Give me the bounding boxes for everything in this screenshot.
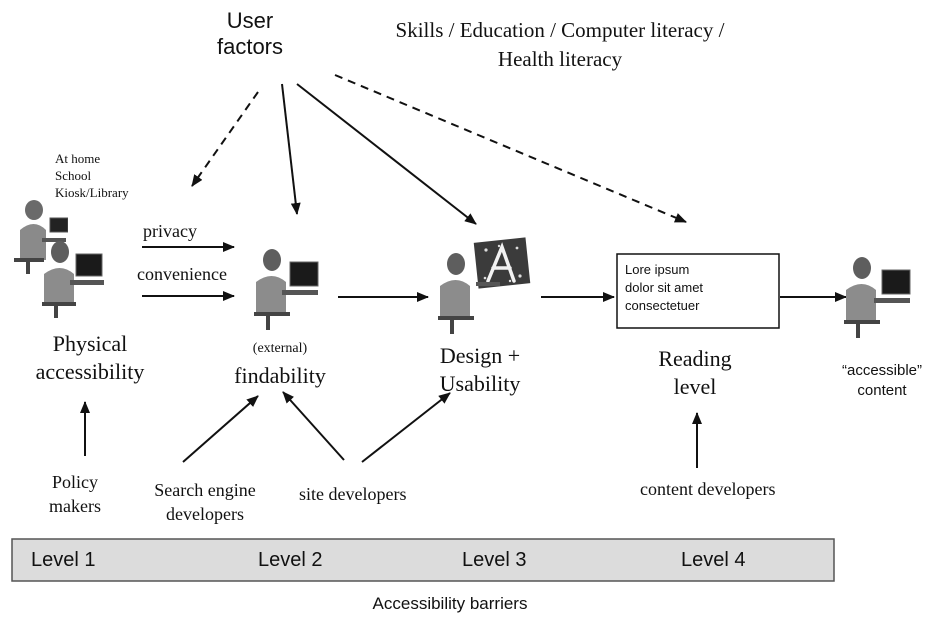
locations-list: At home School Kiosk/Library bbox=[55, 151, 129, 200]
lorem-ipsum-text: Lore ipsum dolor sit amet consectetuer bbox=[625, 262, 704, 313]
arrow-site-to-findability bbox=[282, 391, 345, 461]
physical-accessibility-label: Physical accessibility bbox=[35, 331, 145, 384]
search-engine-developers-label: Search engine developers bbox=[154, 480, 256, 524]
user-factors-label: User factors bbox=[216, 8, 284, 59]
reading-level-sample-box bbox=[616, 253, 780, 329]
accessible-content-label: “accessible” content bbox=[842, 362, 923, 399]
findability-label: findability bbox=[234, 363, 326, 388]
level-4-label: Level 4 bbox=[681, 549, 746, 571]
arrow-search-to-findability bbox=[182, 395, 259, 463]
convenience-label: convenience bbox=[137, 264, 227, 284]
computer-user-icon bbox=[438, 253, 500, 334]
arrow-user-to-findability bbox=[281, 83, 301, 215]
dashed-arrow-to-reading-level bbox=[334, 74, 687, 223]
level-2-label: Level 2 bbox=[258, 549, 323, 571]
arrow-user-to-design bbox=[296, 83, 477, 225]
external-label: (external) bbox=[252, 341, 308, 356]
computer-user-icon bbox=[844, 257, 911, 338]
computer-user-icon bbox=[42, 241, 104, 318]
policy-makers-label: Policy makers bbox=[49, 472, 101, 516]
arrow-site-to-design bbox=[361, 392, 451, 463]
privacy-label: privacy bbox=[143, 221, 197, 241]
computer-user-icon bbox=[254, 249, 319, 330]
design-usability-label: Design + Usability bbox=[439, 343, 521, 396]
level-1-label: Level 1 bbox=[31, 549, 96, 571]
site-developers-label: site developers bbox=[299, 484, 407, 504]
accessibility-barriers-caption: Accessibility barriers bbox=[372, 594, 528, 613]
design-a-icon bbox=[473, 237, 531, 289]
dashed-arrow-to-locations bbox=[191, 91, 259, 187]
levels-bar bbox=[11, 538, 835, 582]
computer-user-icon bbox=[14, 200, 68, 274]
skills-label: Skills / Education / Computer literacy /… bbox=[395, 18, 725, 71]
reading-level-label: Reading level bbox=[658, 346, 732, 399]
level-3-label: Level 3 bbox=[462, 549, 527, 571]
content-developers-label: content developers bbox=[640, 479, 776, 499]
